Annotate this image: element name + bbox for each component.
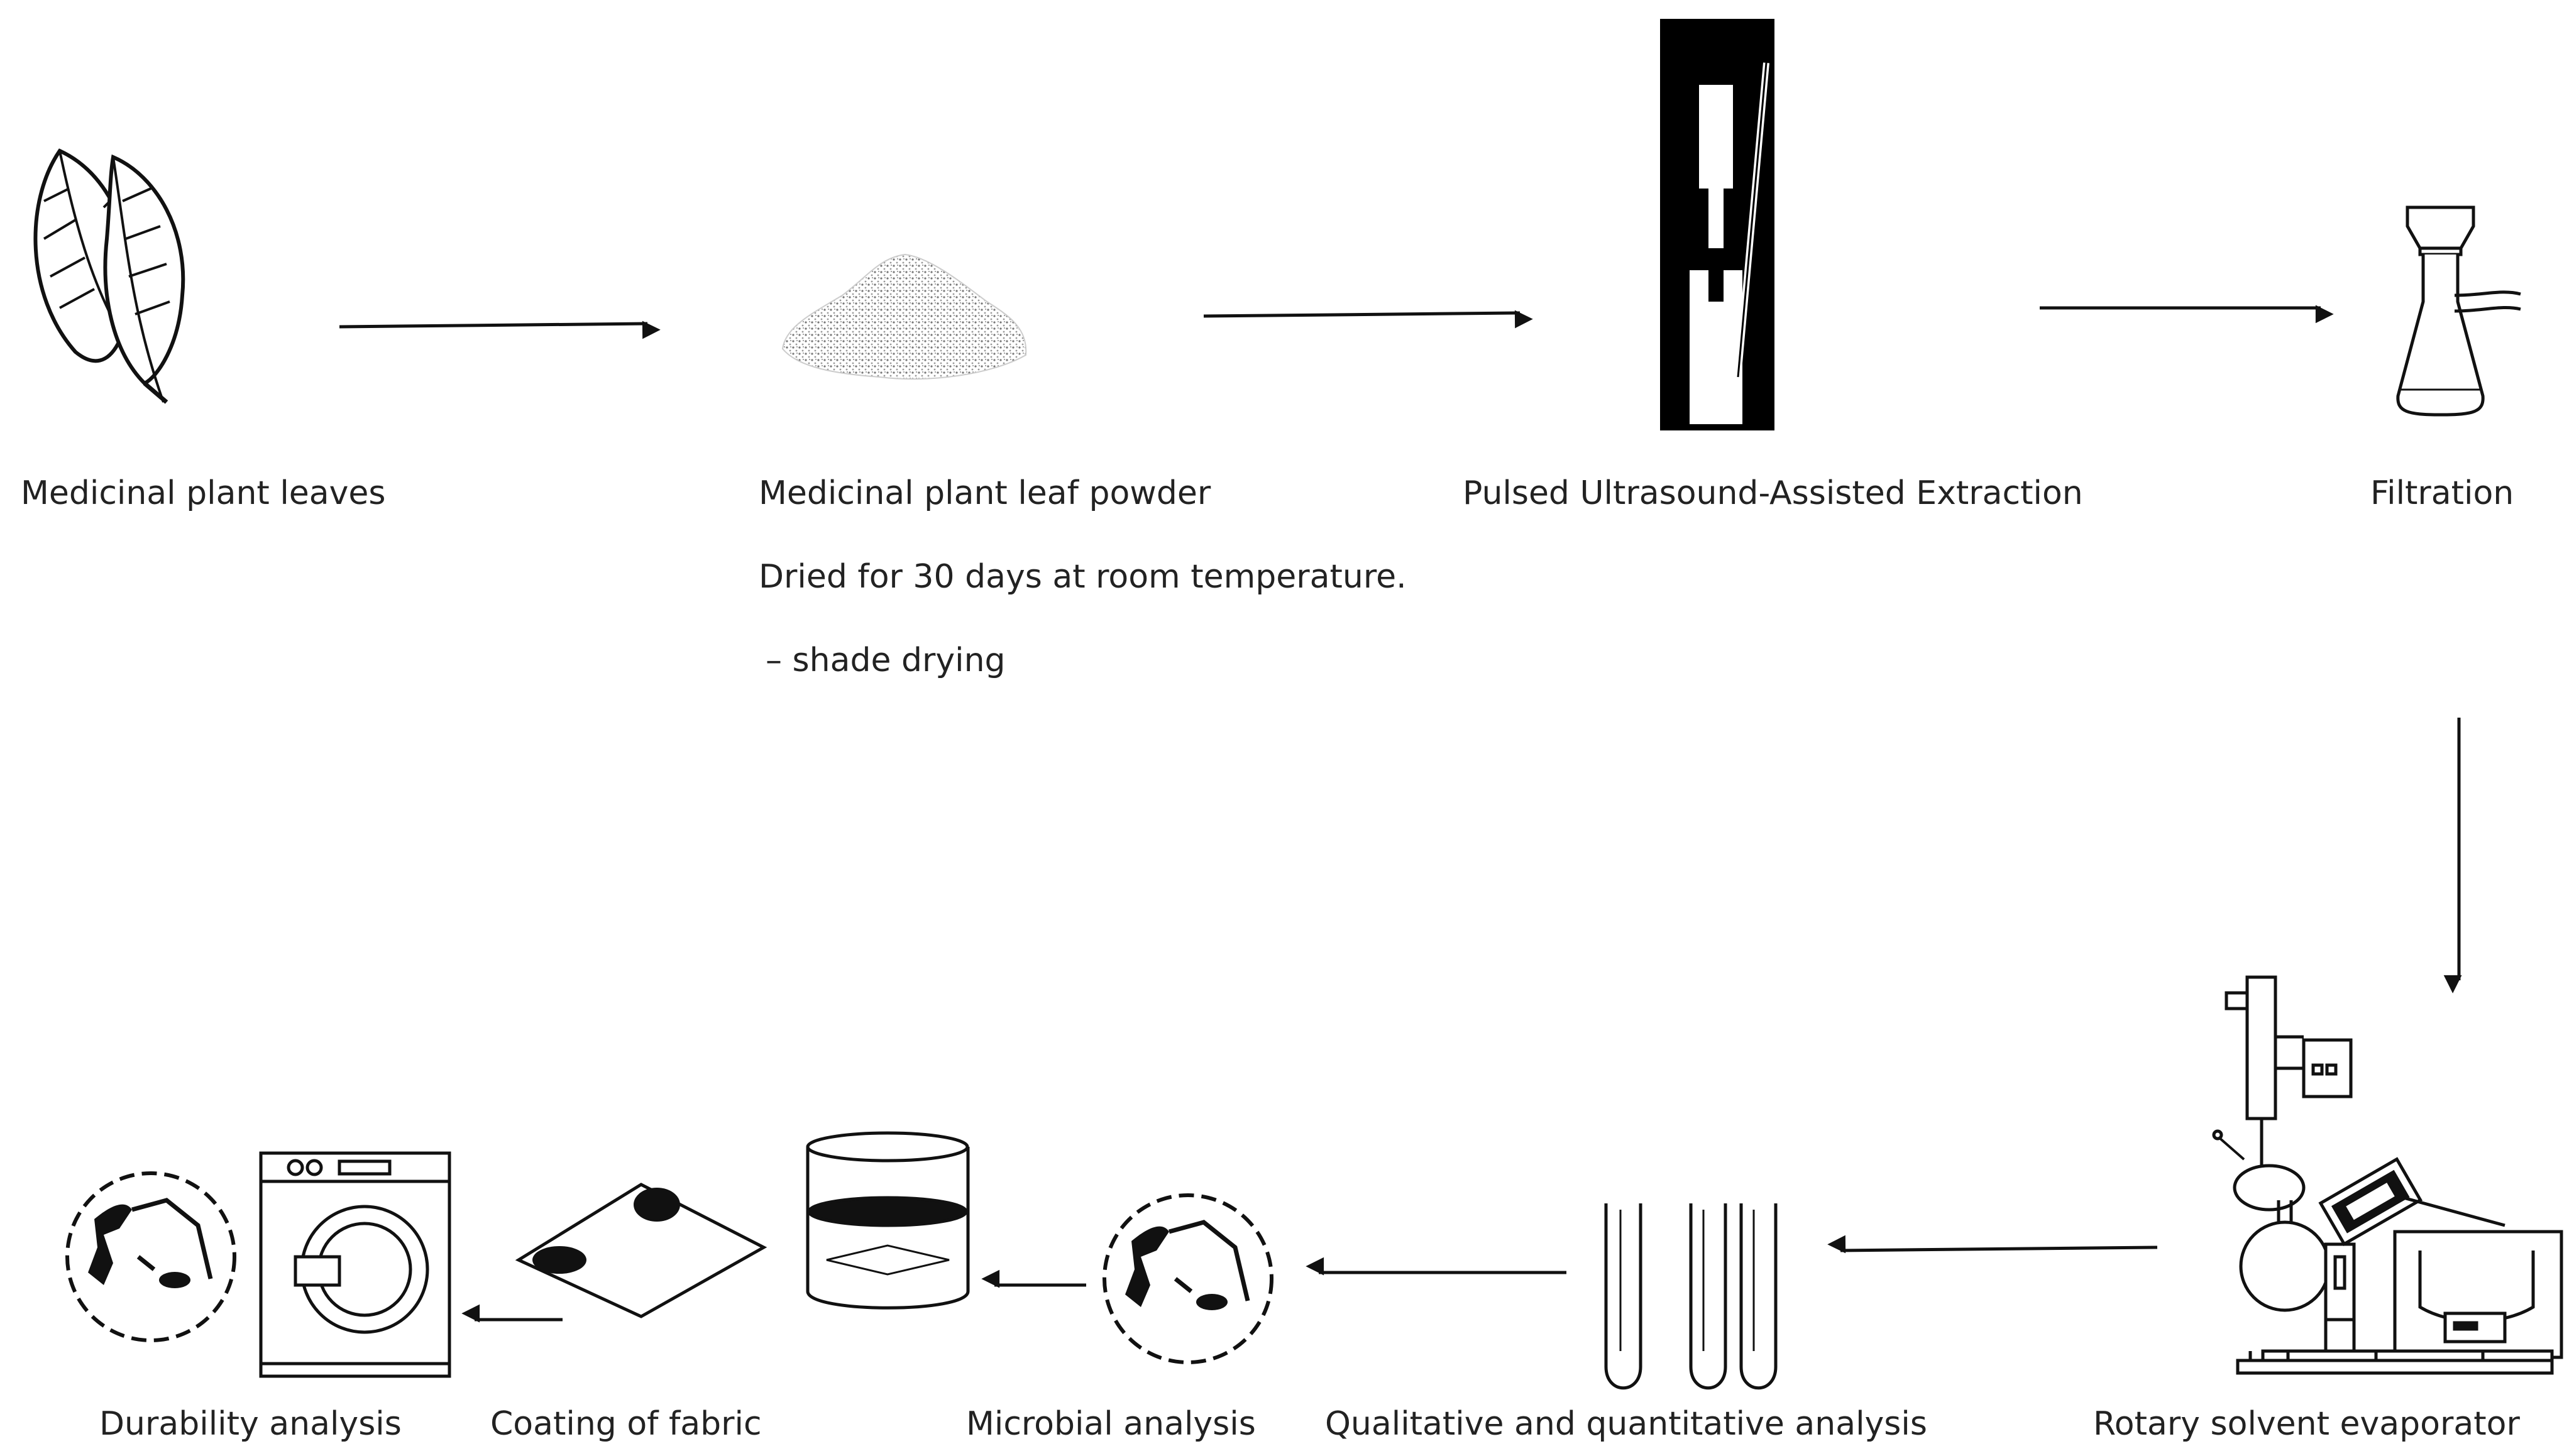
fabric-swatch-icon bbox=[515, 1183, 767, 1318]
label-evaporator: Rotary solvent evaporator bbox=[2093, 1405, 2520, 1443]
rotary-evaporator-icon bbox=[2212, 975, 2563, 1375]
label-leaves: Medicinal plant leaves bbox=[21, 474, 386, 512]
flow-arrows bbox=[339, 305, 2462, 1323]
ultrasound-probe-icon bbox=[1660, 19, 1774, 430]
arrow-powder-to-extraction bbox=[1203, 310, 1533, 329]
filter-flask-icon bbox=[2396, 205, 2521, 417]
label-powder: Medicinal plant leaf powder bbox=[759, 474, 1211, 512]
label-powder-note-2: – shade drying bbox=[766, 642, 1006, 679]
powder-pile-icon bbox=[781, 253, 1027, 380]
label-durability: Durability analysis bbox=[99, 1405, 402, 1443]
arrow-evaporator-to-analysis bbox=[1827, 1235, 2158, 1254]
petri-dish-icon bbox=[1103, 1193, 1273, 1364]
label-microbial: Microbial analysis bbox=[966, 1405, 1256, 1443]
test-tubes-icon bbox=[1604, 1203, 1778, 1390]
label-powder-note-1: Dried for 30 days at room temperature. bbox=[759, 558, 1407, 596]
label-coating: Coating of fabric bbox=[490, 1405, 762, 1443]
beaker-icon bbox=[806, 1131, 970, 1310]
arrow-leaves-to-powder bbox=[339, 320, 661, 339]
label-analysis: Qualitative and quantitative analysis bbox=[1325, 1405, 1927, 1443]
leaves-icon bbox=[33, 148, 185, 404]
label-filtration: Filtration bbox=[2370, 474, 2514, 512]
label-extraction: Pulsed Ultrasound-Assisted Extraction bbox=[1463, 474, 2083, 512]
washing-machine-icon bbox=[259, 1151, 451, 1378]
petri-dish-icon bbox=[65, 1171, 236, 1342]
